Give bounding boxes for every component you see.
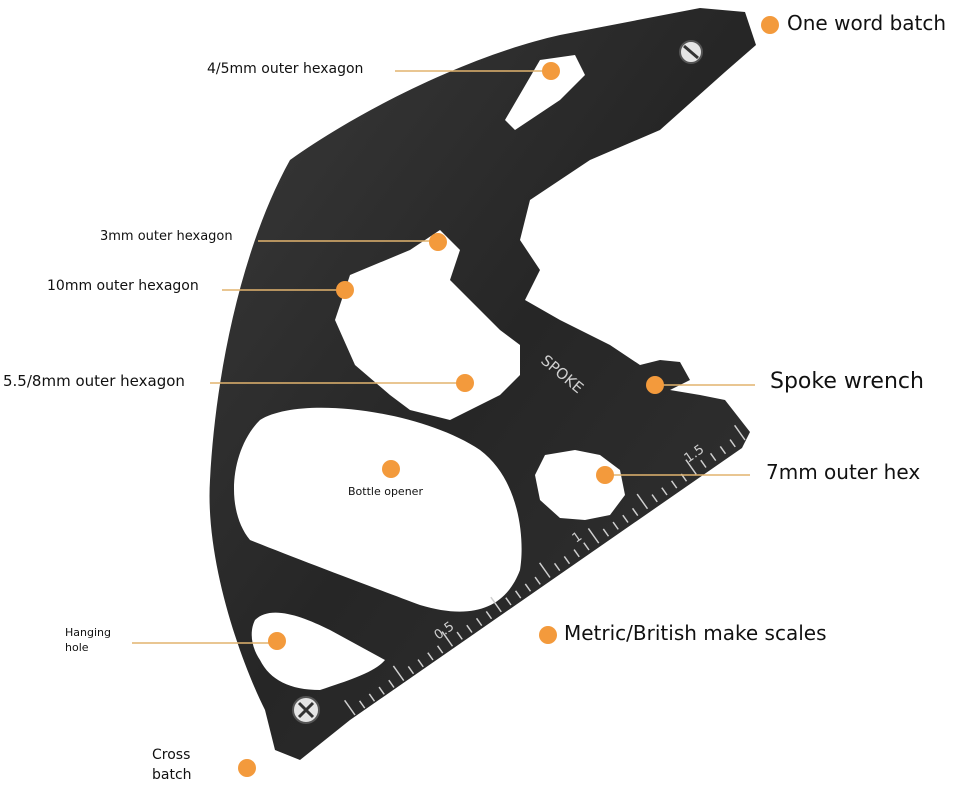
ruler-tick [573, 549, 580, 558]
ruler-tick [709, 452, 717, 462]
tool-body [209, 8, 757, 760]
ruler-tick [441, 631, 454, 647]
leader-lines [132, 70, 755, 644]
ruler-tick [670, 480, 678, 489]
ruler-tick [700, 459, 707, 468]
ruler-tick [563, 555, 571, 565]
ruler-tick [729, 439, 736, 448]
ruler-tick [602, 528, 610, 537]
label-cross-batch-line2: batch [152, 767, 192, 784]
label-5-5-8mm-hexagon: 5.5/8mm outer hexagon [3, 372, 185, 390]
ruler-tick [407, 665, 415, 675]
label-one-word-batch: One word batch [787, 11, 947, 35]
ruler-tick [485, 610, 493, 620]
ruler-tick [505, 597, 512, 606]
label-bottle-opener: Bottle opener [348, 485, 423, 498]
ruler-tick [661, 487, 668, 496]
label-7mm-hex: 7mm outer hex [766, 460, 921, 484]
ruler-tick [685, 459, 697, 475]
ruler-tick [490, 596, 502, 613]
ruler-tick [358, 700, 366, 709]
ruler-tick [587, 527, 600, 544]
label-cross-batch: Cross batch [152, 747, 192, 783]
ruler-tick [651, 494, 658, 503]
ruler-tick [368, 693, 376, 702]
ruler-ticks [344, 424, 746, 716]
ruler-tick [622, 514, 629, 523]
ruler-tick [436, 645, 444, 654]
ruler-tick [388, 679, 395, 688]
label-3mm-hexagon: 3mm outer hexagon [100, 229, 233, 244]
label-4-5mm-hexagon: 4/5mm outer hexagon [207, 61, 364, 77]
ruler-tick [553, 562, 561, 572]
ruler-tick [631, 507, 639, 517]
label-hanging-hole: Hanging hole [65, 626, 111, 654]
label-10mm-hexagon: 10mm outer hexagon [47, 278, 199, 294]
ruler-tick [583, 542, 590, 551]
ruler-tick [734, 424, 746, 441]
label-hanging-hole-line2: hole [65, 640, 89, 654]
ruler-tick [539, 562, 551, 578]
ruler-tick [466, 624, 473, 633]
ruler-tick [514, 590, 522, 599]
ruler-tick [427, 652, 434, 661]
ruler-tick [456, 631, 463, 640]
label-cross-batch-line1: Cross [152, 747, 191, 763]
ruler-tick [612, 521, 619, 530]
ruler-tick [534, 576, 541, 585]
ruler-tick [417, 659, 424, 668]
ruler-tick [392, 665, 405, 682]
callout-dots [238, 16, 779, 777]
label-spoke-wrench: Spoke wrench [770, 369, 924, 394]
ruler-tick [524, 583, 532, 592]
ruler-tick [636, 493, 649, 510]
ruler-tick [719, 445, 727, 455]
ruler-tick [344, 699, 356, 716]
ruler-tick [475, 617, 483, 627]
label-hanging-hole-line1: Hanging [65, 626, 111, 639]
label-scales: Metric/British make scales [564, 621, 827, 645]
ruler-tick [378, 686, 385, 695]
